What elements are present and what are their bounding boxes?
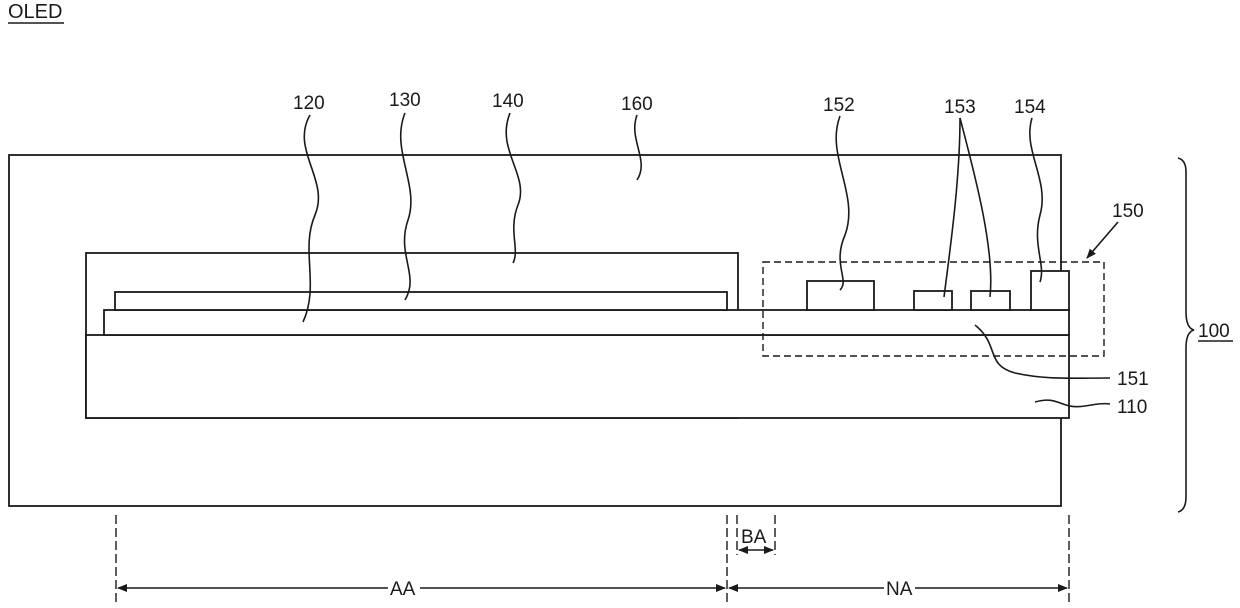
label-110: 110 (1117, 397, 1147, 418)
label-150: 150 (1112, 201, 1144, 222)
label-154: 154 (1014, 97, 1046, 118)
leader-150-arrow (1087, 222, 1118, 258)
label-130: 130 (389, 90, 421, 111)
component-153-a (914, 291, 952, 310)
dim-ba-label: BA (741, 527, 767, 548)
dim-na-label: NA (886, 579, 913, 600)
component-154 (1031, 271, 1069, 310)
label-140: 140 (492, 91, 524, 112)
substrate-110 (86, 335, 1069, 418)
layer-130 (115, 292, 727, 310)
label-160: 160 (621, 94, 653, 115)
figure-title: OLED (8, 1, 62, 23)
label-151: 151 (1117, 369, 1149, 390)
layer-120 (104, 310, 1069, 335)
component-152 (807, 281, 874, 310)
label-153: 153 (944, 97, 976, 118)
label-100: 100 (1198, 321, 1230, 342)
label-120: 120 (293, 93, 325, 114)
dim-aa-label: AA (390, 579, 416, 600)
label-152: 152 (823, 95, 855, 116)
bracket-100 (1178, 158, 1194, 512)
